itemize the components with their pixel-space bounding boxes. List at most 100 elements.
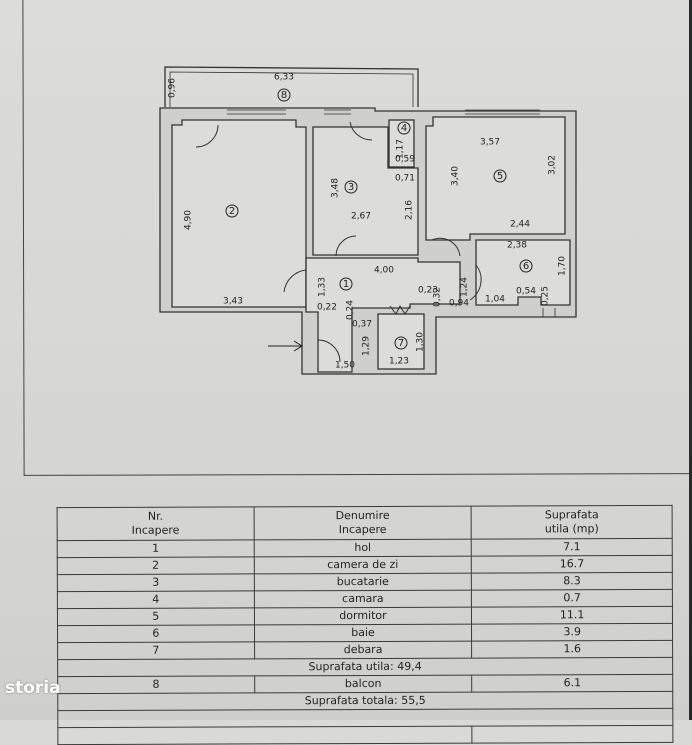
entrance-arrow-icon bbox=[268, 340, 303, 352]
cell-area: 0.7 bbox=[471, 589, 673, 608]
header-text: Incapere bbox=[131, 523, 180, 537]
room-1 bbox=[305, 257, 461, 373]
header-text: Nr. bbox=[147, 509, 164, 523]
cell-area: 6.1 bbox=[471, 674, 673, 693]
dimension-label: 0,71 bbox=[395, 174, 415, 184]
dimension-label: 1,23 bbox=[389, 357, 409, 367]
dimension-label: 0,24 bbox=[346, 300, 356, 320]
dimension-label: 0,96 bbox=[168, 78, 178, 98]
dimension-label: 2,67 bbox=[351, 212, 371, 222]
dimension-label: 0,22 bbox=[317, 303, 337, 313]
cell-nr: 1 bbox=[57, 539, 254, 558]
dimension-label: 0,94 bbox=[449, 299, 469, 309]
dimension-label: 3,02 bbox=[548, 155, 558, 175]
empty-row bbox=[57, 708, 673, 728]
dimension-label: 1,24 bbox=[460, 277, 470, 297]
cell-nr: 6 bbox=[57, 624, 255, 643]
room-5 bbox=[425, 116, 566, 241]
room-number-3: 3 bbox=[348, 182, 354, 193]
room-number-5: 5 bbox=[497, 171, 503, 182]
cell-nr: 3 bbox=[57, 573, 255, 592]
cell-nr: 4 bbox=[57, 590, 255, 609]
room-number-7: 7 bbox=[398, 338, 404, 349]
dimension-label: 3,57 bbox=[480, 138, 500, 148]
dimensions: 0,96 6,33 4,90 3,43 3,48 2,67 2,16 0,71 … bbox=[168, 73, 568, 371]
room-number-6: 6 bbox=[523, 261, 529, 272]
dimension-label: 1,33 bbox=[318, 277, 328, 297]
dimension-label: 3,43 bbox=[223, 297, 243, 307]
cell-name: hol bbox=[253, 539, 472, 557]
balcony-outline bbox=[164, 66, 419, 107]
cell-name: balcon bbox=[254, 675, 473, 693]
empty-cell bbox=[472, 725, 673, 744]
cell-nr: 5 bbox=[57, 607, 255, 626]
room-number-2: 2 bbox=[229, 206, 235, 217]
cell-area: 16.7 bbox=[471, 555, 673, 574]
cell-name: bucatarie bbox=[253, 573, 472, 591]
grand-total: Suprafata totala: 55,5 bbox=[57, 691, 673, 711]
header-text: utila (mp) bbox=[544, 522, 599, 536]
cell-area: 8.3 bbox=[471, 572, 673, 591]
dimension-label: 3,48 bbox=[331, 178, 341, 198]
useful-total: Suprafata utila: 49,4 bbox=[57, 657, 673, 677]
cell-name: debara bbox=[254, 641, 472, 659]
room-3 bbox=[312, 126, 419, 256]
empty-cell bbox=[57, 708, 673, 728]
cell-area: 3.9 bbox=[471, 623, 673, 642]
room-number-4: 4 bbox=[401, 123, 407, 134]
dimension-label: 1,70 bbox=[558, 256, 568, 276]
cell-nr: 8 bbox=[57, 675, 255, 694]
room-7 bbox=[377, 313, 425, 370]
dimension-label: 4,90 bbox=[184, 210, 194, 230]
storia-watermark-logo: storia bbox=[5, 678, 61, 698]
dimension-label: 6,33 bbox=[274, 73, 294, 83]
header-text: Incapere bbox=[338, 522, 387, 537]
dimension-label: 0,54 bbox=[516, 287, 536, 297]
header-text: Suprafata bbox=[544, 508, 599, 522]
room-number-1: 1 bbox=[343, 279, 349, 290]
cut-off-row bbox=[57, 725, 673, 745]
cell-name: dormitor bbox=[254, 607, 472, 625]
dimension-label: 1,17 bbox=[396, 139, 406, 159]
photo-edge bbox=[689, 0, 692, 720]
dimension-label: 0,23 bbox=[418, 286, 438, 296]
room-numbers: 1 2 3 4 5 6 7 8 bbox=[225, 88, 533, 350]
dimension-label: 3,40 bbox=[451, 166, 461, 186]
dimension-label: 0,37 bbox=[352, 320, 372, 330]
cell-name: camera de zi bbox=[253, 556, 472, 574]
dimension-label: 0,25 bbox=[541, 286, 551, 306]
grand-total-row: Suprafata totala: 55,5 bbox=[57, 691, 673, 711]
room-2 bbox=[171, 119, 307, 308]
dimension-label: 0,32 bbox=[433, 287, 443, 307]
cell-nr: 7 bbox=[57, 641, 255, 660]
useful-total-row: Suprafata utila: 49,4 bbox=[57, 657, 673, 677]
dimension-label: 1,30 bbox=[416, 332, 426, 352]
dimension-label: 1,50 bbox=[335, 361, 355, 371]
floor-plan: 1 2 3 4 5 6 7 8 0,96 6,33 4,90 3,43 3,48… bbox=[159, 66, 577, 375]
header-text: Denumire bbox=[335, 508, 390, 523]
dimension-label: 0,59 bbox=[395, 155, 415, 165]
windows bbox=[227, 109, 556, 317]
cell-name: camara bbox=[254, 590, 472, 608]
walls bbox=[159, 66, 577, 375]
room-6 bbox=[475, 239, 571, 306]
dimension-label: 4,00 bbox=[374, 266, 394, 276]
cell-area: 1.6 bbox=[471, 640, 673, 659]
cell-name: baie bbox=[254, 624, 472, 642]
cell-nr: 2 bbox=[57, 556, 254, 575]
dimension-label: 2,38 bbox=[507, 241, 527, 251]
empty-cell bbox=[57, 726, 473, 745]
dimension-label: 1,04 bbox=[485, 295, 505, 305]
header-nr: Nr.Incapere bbox=[57, 506, 254, 541]
dimension-label: 2,44 bbox=[510, 220, 530, 230]
